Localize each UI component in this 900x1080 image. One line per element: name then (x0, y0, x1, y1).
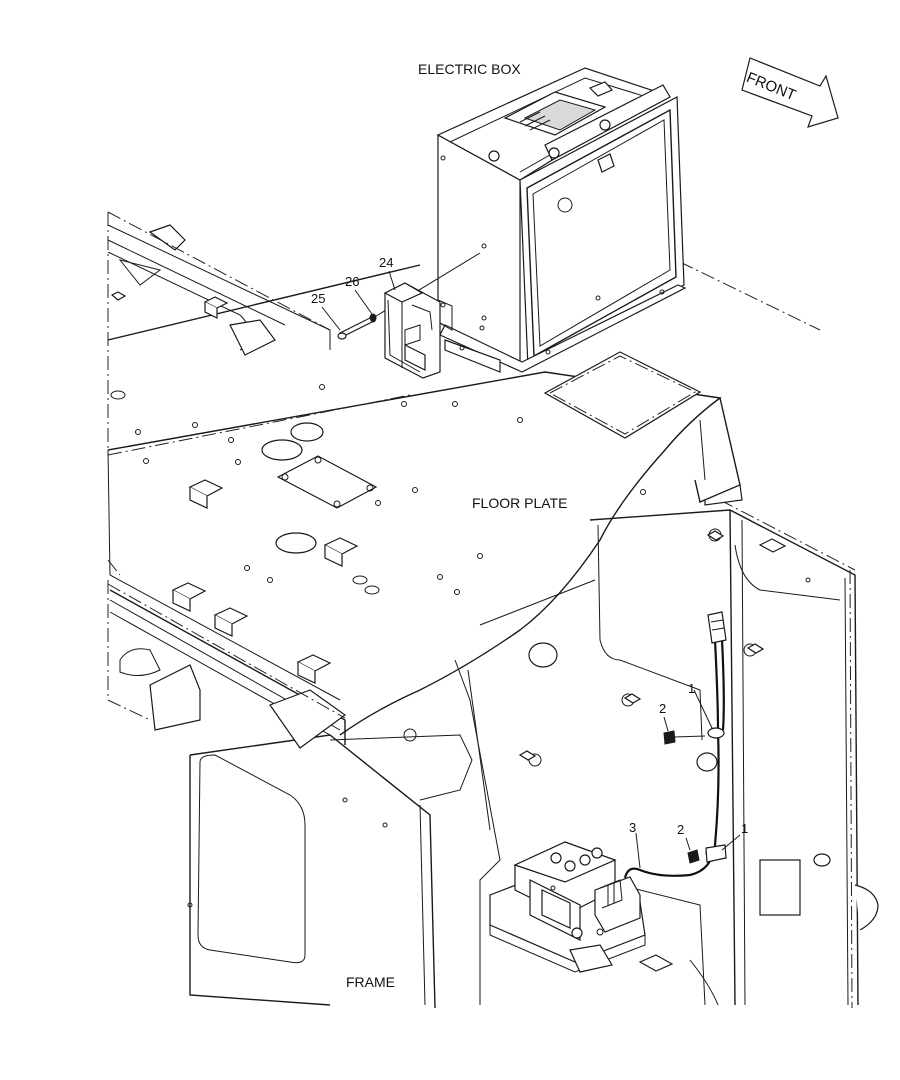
frame-label: FRAME (346, 974, 395, 990)
frame-structure (107, 212, 879, 1009)
bracket-assembly (337, 252, 481, 379)
electric-box (436, 67, 687, 373)
electric-box-label: ELECTRIC BOX (418, 61, 521, 77)
callout-clamp-upper: 1 (688, 681, 696, 696)
front-arrow-icon (741, 57, 839, 128)
callout-bolt-lower: 2 (677, 822, 685, 837)
callout-bracket: 24 (379, 255, 394, 270)
callout-bolt-upper: 2 (659, 701, 667, 716)
callout-harness: 3 (629, 820, 637, 835)
callout-washer: 26 (345, 274, 360, 289)
floor-plate-label: FLOOR PLATE (472, 495, 568, 511)
callout-clamp-lower: 1 (741, 821, 749, 836)
floor-plate (107, 211, 821, 972)
harness-and-valve (489, 611, 741, 973)
callout-screw: 25 (311, 291, 326, 306)
